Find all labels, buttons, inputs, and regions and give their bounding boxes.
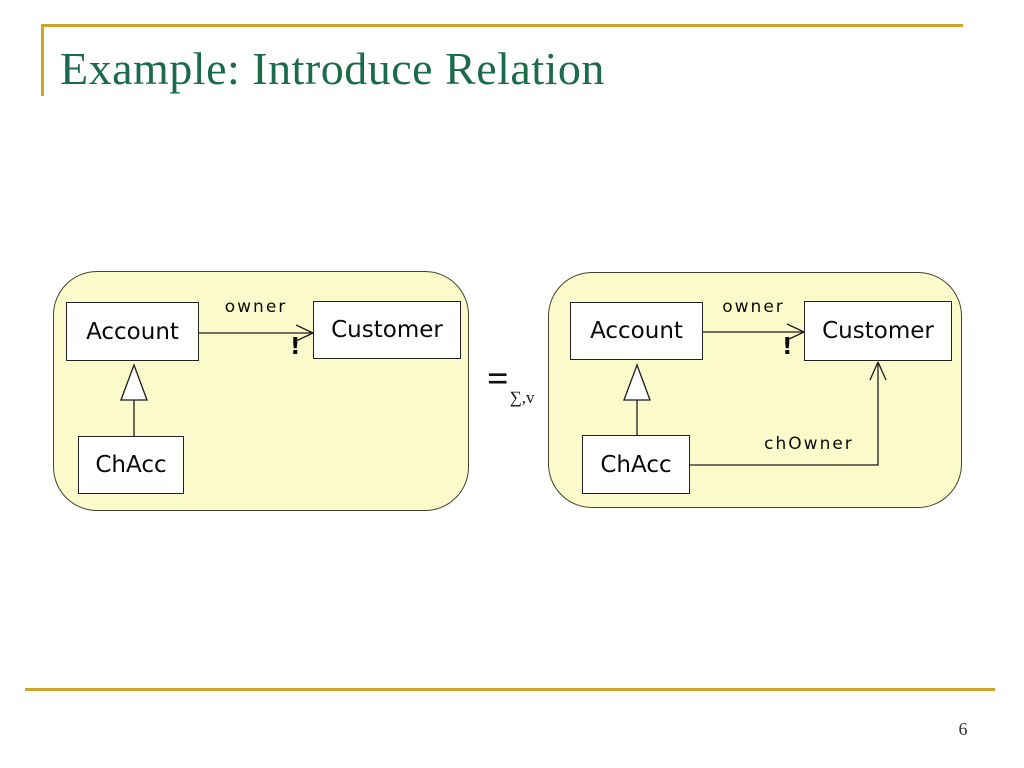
owner-open-arrowhead-icon [295, 324, 314, 342]
class-box-chacc: ChAcc [582, 435, 690, 494]
title-accent-line [41, 24, 44, 96]
slide-title: Example: Introduce Relation [60, 43, 605, 94]
diagram-panel-right: Account Customer ChAcc owner ! chOwner [548, 272, 962, 508]
owner-multiplicity-marker: ! [782, 334, 793, 360]
class-box-customer: Customer [313, 301, 461, 359]
class-box-account: Account [570, 302, 703, 360]
owner-edge-label: owner [722, 297, 785, 317]
page-number: 6 [958, 719, 968, 739]
bottom-divider-line [25, 688, 995, 691]
chowner-open-arrowhead-icon [869, 361, 887, 381]
diagram-left-edges [120, 324, 314, 436]
class-box-customer: Customer [804, 301, 952, 361]
equals-subscript: ∑,v [509, 388, 535, 407]
class-box-account: Account [66, 302, 199, 361]
owner-multiplicity-marker: ! [290, 334, 301, 360]
generalization-triangle-icon [623, 363, 651, 401]
chowner-edge-label: chOwner [764, 434, 854, 454]
diagram-panel-left: Account Customer ChAcc owner ! [53, 271, 469, 511]
owner-open-arrowhead-icon [786, 323, 805, 341]
diagram-right-edges [623, 323, 887, 466]
chowner-association-line [690, 363, 879, 466]
transformation-equation: =∑,v [487, 358, 535, 407]
class-box-chacc: ChAcc [78, 436, 184, 494]
owner-edge-label: owner [224, 297, 288, 317]
generalization-triangle-icon [120, 363, 148, 401]
equals-sign: = [487, 358, 509, 400]
top-divider-line [42, 24, 963, 27]
